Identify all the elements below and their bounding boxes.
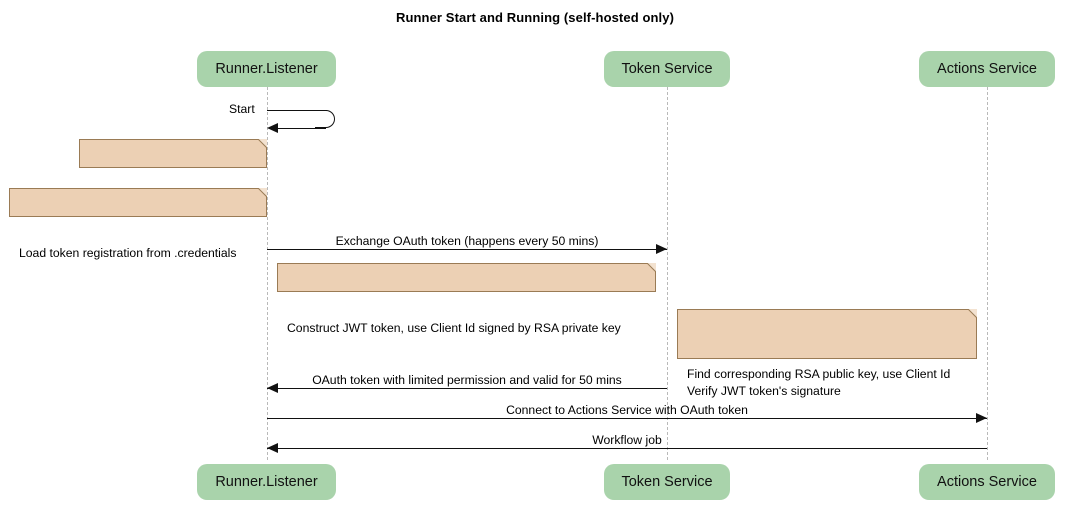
participant-label: Token Service [621,474,713,490]
note-fold-edge-icon [967,309,977,319]
arrowhead-workflow-job [267,443,278,453]
participant-runner-listener-footer[interactable]: Runner.Listener [197,464,336,500]
arrowhead-exchange-oauth-token [656,244,667,254]
note-verify-jwt-token: Find corresponding RSA public key, use C… [677,309,977,398]
participant-label: Runner.Listener [215,61,318,77]
message-label-exchange-oauth-token: Exchange OAuth token (happens every 50 m… [335,234,599,248]
note-text: Find corresponding RSA public key, use C… [687,367,951,398]
arrowhead-start [267,123,278,133]
note-text: Load token registration from .credential… [19,246,237,260]
lifeline-actions-service [987,87,988,460]
message-label-connect-to-actions-service: Connect to Actions Service with OAuth to… [506,403,748,417]
message-label-workflow-job: Workflow job [592,433,662,447]
lifeline-runner-listener [267,87,268,460]
diagram-title: Runner Start and Running (self-hosted on… [395,10,675,25]
participant-token-service-header[interactable]: Token Service [604,51,730,87]
participant-label: Actions Service [937,61,1037,77]
participant-runner-listener-header[interactable]: Runner.Listener [197,51,336,87]
note-fold-edge-icon [257,139,267,149]
note-fold-edge-icon [257,188,267,198]
message-label-oauth-token-reply: OAuth token with limited permission and … [312,373,622,387]
lifeline-token-service [667,87,668,460]
message-label-start: Start [229,102,255,116]
message-line-start-back [278,128,326,129]
arrowhead-oauth-token-reply [267,383,278,393]
participant-label: Token Service [621,61,713,77]
note-construct-jwt-token: Construct JWT token, use Client Id signe… [277,263,656,335]
participant-actions-service-header[interactable]: Actions Service [919,51,1055,87]
message-line-workflow-job [267,448,987,449]
note-text: Construct JWT token, use Client Id signe… [287,321,621,335]
arrowhead-connect-to-actions-service [976,413,987,423]
participant-label: Actions Service [937,474,1037,490]
message-line-oauth-token-reply [267,388,667,389]
participant-label: Runner.Listener [215,474,318,490]
message-line-connect-to-actions-service [267,418,987,419]
note-fold-edge-icon [646,263,656,273]
note-load-token-registration: Load token registration from .credential… [9,188,267,260]
message-line-exchange-oauth-token [267,249,667,250]
note-load-config-info: Load config info from .runner [79,139,267,211]
participant-actions-service-footer[interactable]: Actions Service [919,464,1055,500]
participant-token-service-footer[interactable]: Token Service [604,464,730,500]
self-loop-start [315,110,335,128]
message-line-start-out [267,110,327,111]
